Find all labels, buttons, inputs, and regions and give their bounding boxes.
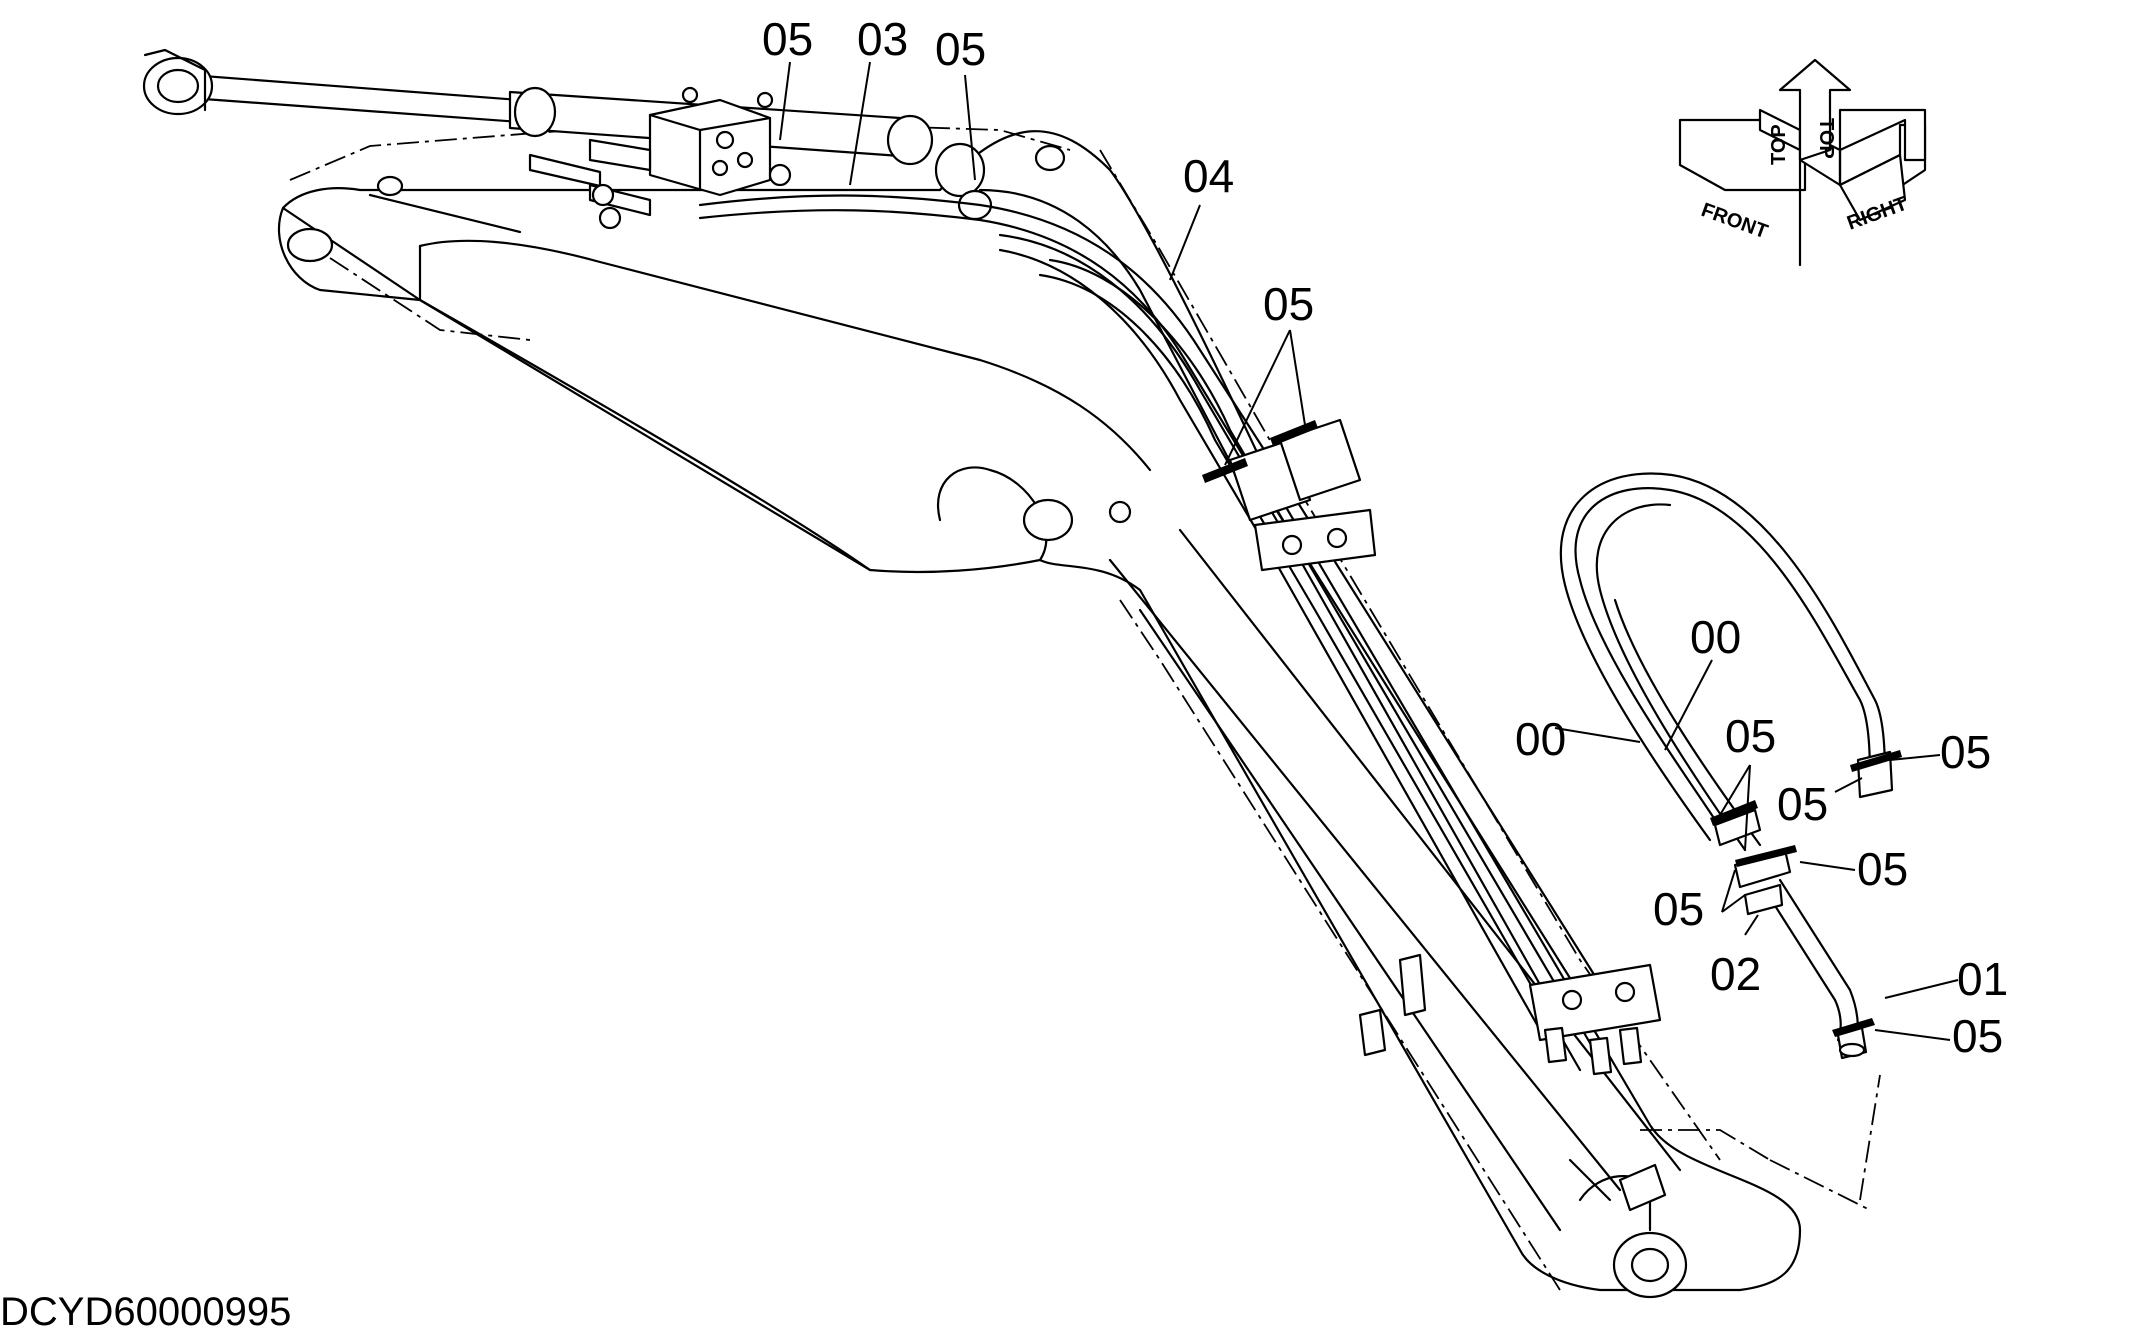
callout-00-left: 00: [1515, 713, 1566, 765]
callout-05-bottom: 05: [1952, 1010, 2003, 1062]
callout-02: 02: [1710, 948, 1761, 1000]
callout-04: 04: [1183, 150, 1234, 202]
leader-lines: [779, 61, 1959, 1041]
callout-05-boom-clamps: 05: [1263, 278, 1314, 330]
callout-05-hose-upper: 05: [1725, 710, 1776, 762]
callout-00-right: 00: [1690, 611, 1741, 663]
callout-05-top-left: 05: [762, 13, 813, 65]
callout-05-mid-right: 05: [1857, 843, 1908, 895]
callout-01: 01: [1957, 953, 2008, 1005]
hose-assembly: [1559, 472, 1902, 1060]
callouts: 05 03 05 04 05 00 00 05 05 05 05 05 02 0…: [762, 13, 2008, 1062]
orientation-indicator: FRONT TOP TOP RIGHT: [1678, 58, 1927, 267]
callout-05-mid-left: 05: [1653, 883, 1704, 935]
callout-05-top-right: 05: [935, 23, 986, 75]
top-right-label: TOP: [1815, 118, 1837, 159]
callout-05-hose-end-left: 05: [1777, 778, 1828, 830]
top-left-label: TOP: [1768, 124, 1790, 165]
boom-hoses: [698, 188, 1667, 1212]
callout-03: 03: [857, 13, 908, 65]
drawing-id: DCYD60000995: [0, 1290, 291, 1334]
hydraulic-cylinder: [142, 48, 993, 230]
front-label: FRONT: [1698, 199, 1770, 243]
boom-arm: [277, 119, 1881, 1299]
callout-05-hose-end-right: 05: [1940, 726, 1991, 778]
